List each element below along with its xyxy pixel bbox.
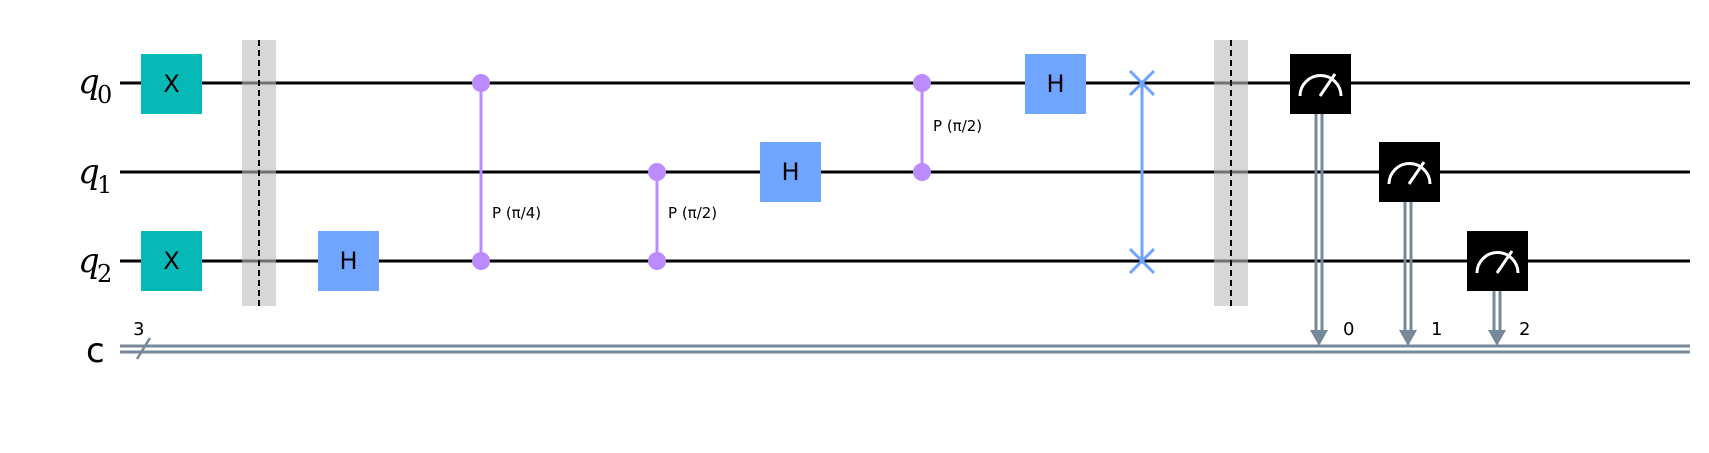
measure-q2: 2: [1467, 231, 1530, 346]
svg-text:1: 1: [97, 171, 112, 199]
swap-cross-icon: [1128, 247, 1156, 275]
svg-text:q: q: [78, 241, 100, 281]
svg-text:H: H: [1046, 70, 1064, 98]
meter-icon: [1298, 73, 1343, 97]
controlled-phase-gate-2: P (π/2): [648, 163, 717, 270]
control-dot: [472, 252, 490, 270]
meter-icon: [1387, 161, 1432, 185]
swap-cross-icon: [1128, 69, 1156, 97]
control-dot: [472, 74, 490, 92]
phase-label: P (π/4): [492, 204, 541, 222]
h-gate-q2: H: [318, 231, 379, 291]
measure-q1: 1: [1379, 142, 1442, 346]
svg-text:H: H: [339, 247, 357, 275]
wire-label-c: c: [86, 331, 105, 371]
barrier-1: [242, 40, 276, 306]
svg-text:X: X: [163, 247, 179, 275]
measure-bit-label: 0: [1343, 319, 1354, 340]
measure-bit-label: 1: [1431, 319, 1442, 340]
control-dot: [913, 74, 931, 92]
controlled-phase-gate-1: P (π/4): [472, 74, 541, 270]
x-gate-q0: X: [141, 54, 202, 114]
svg-text:2: 2: [97, 260, 112, 288]
phase-label: P (π/2): [933, 117, 982, 135]
h-gate-q0: H: [1025, 54, 1086, 114]
control-dot: [648, 252, 666, 270]
h-gate-q1: H: [760, 142, 821, 202]
phase-label: P (π/2): [668, 204, 717, 222]
svg-text:q: q: [78, 152, 100, 192]
measure-bit-label: 2: [1519, 319, 1530, 340]
svg-text:X: X: [163, 70, 179, 98]
classical-register-size: 3: [133, 319, 144, 340]
x-gate-q2: X: [141, 231, 202, 291]
classical-wire-c: 3: [120, 319, 1690, 360]
svg-text:H: H: [781, 158, 799, 186]
control-dot: [648, 163, 666, 181]
barrier-2: [1214, 40, 1248, 306]
wire-label-q2: q 2: [78, 241, 112, 288]
svg-text:q: q: [78, 62, 100, 102]
measure-q0: 0: [1290, 54, 1354, 346]
svg-text:0: 0: [97, 81, 112, 109]
wire-label-q0: q 0: [78, 62, 112, 109]
swap-gate: [1128, 69, 1156, 275]
control-dot: [913, 163, 931, 181]
controlled-phase-gate-3: P (π/2): [913, 74, 982, 181]
wire-label-q1: q 1: [78, 152, 112, 199]
meter-icon: [1475, 250, 1520, 274]
